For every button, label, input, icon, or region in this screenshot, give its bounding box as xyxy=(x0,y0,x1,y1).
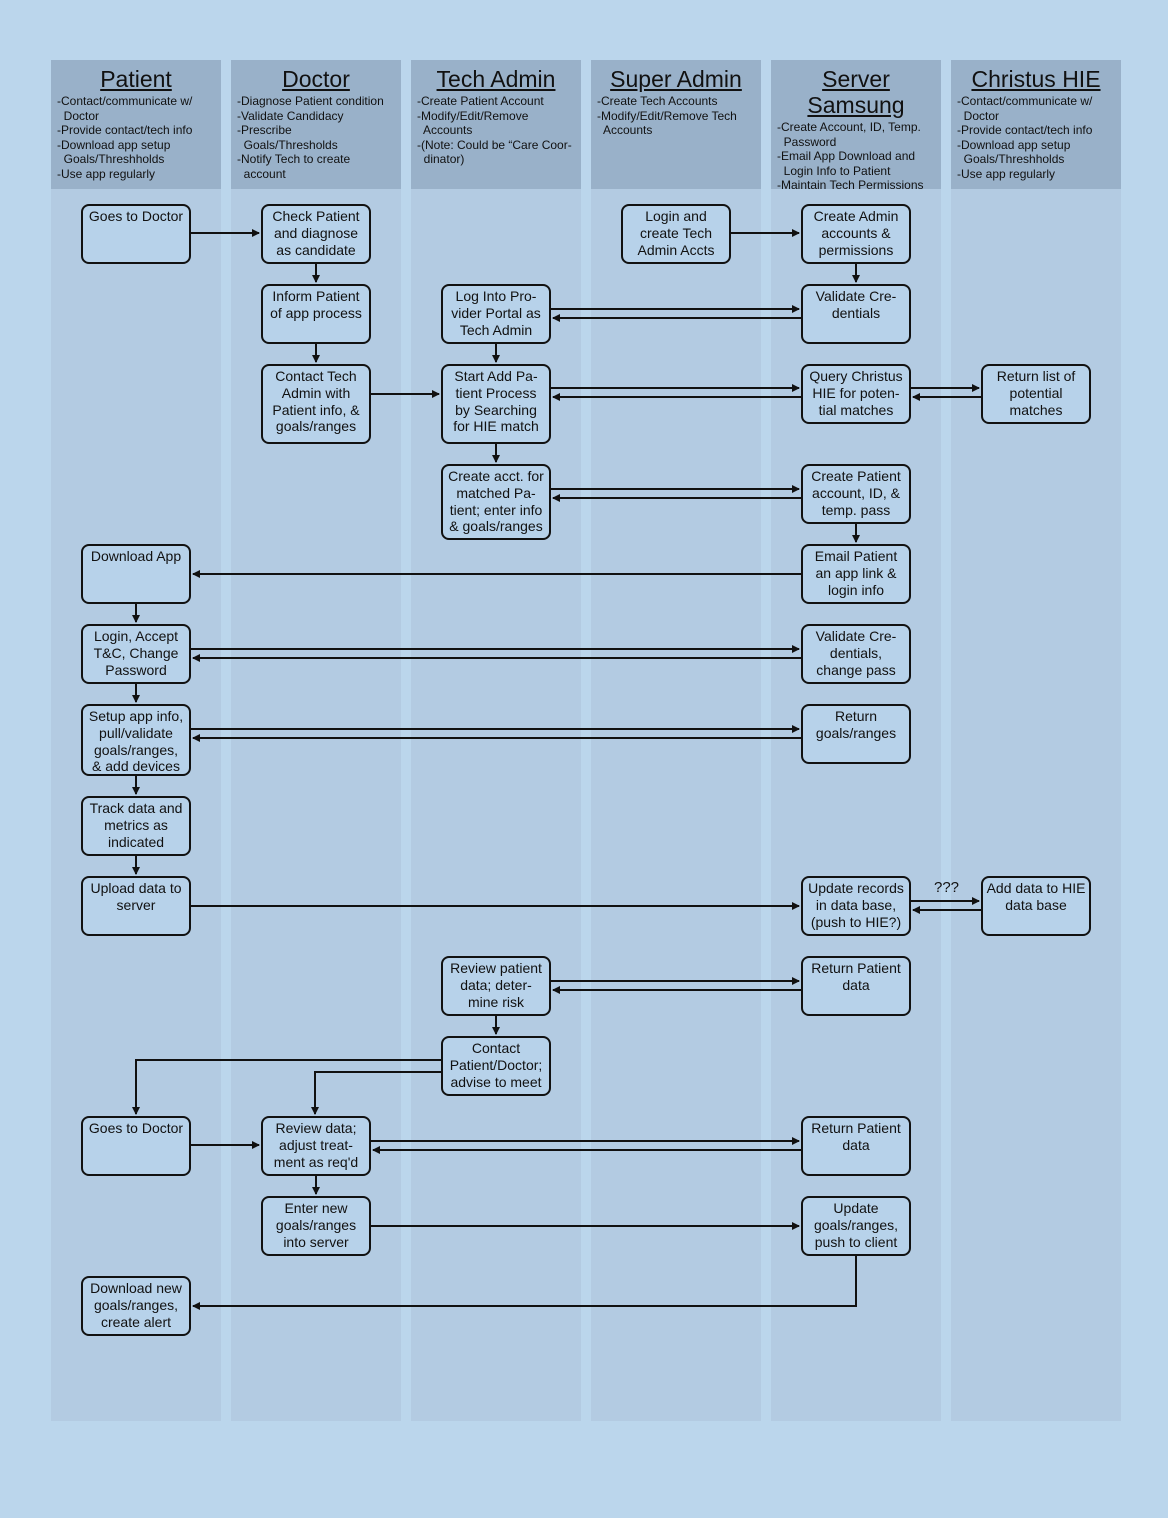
lane-desc-tech-admin: -Create Patient Account -Modify/Edit/Rem… xyxy=(417,94,581,167)
node-patient-upload-data: Upload data to server xyxy=(81,876,191,936)
node-doctor-contact-tech: Contact Tech Admin with Patient info, & … xyxy=(261,364,371,444)
lane-header-doctor: Doctor -Diagnose Patient condition -Vali… xyxy=(231,60,401,189)
lane-desc-line: -Download app setup xyxy=(957,137,1071,152)
node-server-create-admin: Create Admin accounts & permissions xyxy=(801,204,911,264)
lane-desc-line: -Contact/communicate w/ xyxy=(57,94,193,108)
lane-title-doctor: Doctor xyxy=(282,66,350,92)
lane-desc-line: -Contact/communicate w/ xyxy=(957,94,1093,108)
lane-desc-line: -Validate Candidacy xyxy=(237,108,344,123)
lane-title-server-samsung: Server Samsung xyxy=(807,66,905,118)
node-patient-download-app: Download App xyxy=(81,544,191,604)
lane-desc-line: Login Info to Patient xyxy=(777,163,891,178)
lane-desc-line: -Create Tech Accounts xyxy=(597,94,718,108)
lane-desc-super-admin: -Create Tech Accounts -Modify/Edit/Remov… xyxy=(597,94,761,138)
node-server-update-goals: Update goals/ranges, push to client xyxy=(801,1196,911,1256)
lane-desc-line: Accounts xyxy=(417,123,473,137)
lane-desc-line: Password xyxy=(777,134,837,149)
node-tech-contact-patient-doctor: Contact Patient/Doctor; advise to meet xyxy=(441,1036,551,1096)
node-patient-goes-to-doctor: Goes to Doctor xyxy=(81,204,191,264)
lane-header-tech-admin: Tech Admin -Create Patient Account -Modi… xyxy=(411,60,581,189)
lane-desc-line: Goals/Threshholds xyxy=(57,152,165,166)
lane-title-tech-admin: Tech Admin xyxy=(436,66,556,92)
node-server-email-patient: Email Patient an app link & login info xyxy=(801,544,911,604)
lane-desc-line: -Maintain Tech Permissions xyxy=(777,178,924,192)
lane-desc-line: Doctor xyxy=(57,108,100,123)
lane-desc-line: dinator) xyxy=(417,152,465,166)
lane-desc-line: -Notify Tech to create xyxy=(237,152,351,166)
lane-desc-line: -Provide contact/tech info xyxy=(57,123,193,137)
arrow-contact-to-doctor xyxy=(311,1071,441,1115)
unknown-link-label: ??? xyxy=(934,879,960,896)
node-tech-start-add-patient: Start Add Pa- tient Process by Searching… xyxy=(441,364,551,444)
lane-desc-line: -Download app setup xyxy=(57,137,171,152)
lane-desc-line: -Modify/Edit/Remove Tech xyxy=(597,108,737,123)
arrow-update-download-new xyxy=(192,1256,857,1310)
node-tech-create-account: Create acct. for matched Pa- tient; ente… xyxy=(441,464,551,540)
lane-title-super-admin: Super Admin xyxy=(610,66,742,92)
lane-desc-line: -Email App Download and xyxy=(777,149,916,163)
node-patient-login: Login, Accept T&C, Change Password xyxy=(81,624,191,684)
node-server-create-patient: Create Patient account, ID, & temp. pass xyxy=(801,464,911,524)
lane-desc-line: -Use app regularly xyxy=(57,166,156,181)
arrow-contact-to-patient xyxy=(132,1059,441,1115)
lane-desc-doctor: -Diagnose Patient condition -Validate Ca… xyxy=(237,94,401,181)
node-server-validate-change-pass: Validate Cre- dentials, change pass xyxy=(801,624,911,684)
node-doctor-enter-goals: Enter new goals/ranges into server xyxy=(261,1196,371,1256)
lane-desc-line: account xyxy=(237,166,286,181)
lane-super-admin: Super Admin -Create Tech Accounts -Modif… xyxy=(591,60,761,1421)
node-tech-review-patient-data: Review patient data; deter- mine risk xyxy=(441,956,551,1016)
node-patient-goes-to-doctor-2: Goes to Doctor xyxy=(81,1116,191,1176)
node-server-return-patient-data: Return Patient data xyxy=(801,956,911,1016)
node-super-login-create: Login and create Tech Admin Accts xyxy=(621,204,731,264)
lane-header-christus-hie: Christus HIE -Contact/communicate w/ Doc… xyxy=(951,60,1121,189)
node-doctor-review-adjust: Review data; adjust treat- ment as req'd xyxy=(261,1116,371,1176)
lane-desc-line: Accounts xyxy=(597,123,653,137)
lane-desc-line: -(Note: Could be “Care Coor- xyxy=(417,137,572,152)
node-server-validate-credentials: Validate Cre- dentials xyxy=(801,284,911,344)
lane-title-christus-hie: Christus HIE xyxy=(971,66,1101,92)
node-tech-log-into-portal: Log Into Pro- vider Portal as Tech Admin xyxy=(441,284,551,344)
node-server-update-records: Update records in data base, (push to HI… xyxy=(801,876,911,936)
node-server-query-hie: Query Christus HIE for poten- tial match… xyxy=(801,364,911,424)
lane-title-patient: Patient xyxy=(100,66,172,92)
node-doctor-inform-patient: Inform Patient of app process xyxy=(261,284,371,344)
lane-desc-line: -Use app regularly xyxy=(957,166,1056,181)
node-patient-setup-app: Setup app info, pull/validate goals/rang… xyxy=(81,704,191,776)
lane-desc-line: Goals/Threshholds xyxy=(957,152,1065,166)
lane-desc-line: -Create Patient Account xyxy=(417,94,544,108)
node-hie-return-matches: Return list of potential matches xyxy=(981,364,1091,424)
lane-desc-patient: -Contact/communicate w/ Doctor -Provide … xyxy=(57,94,221,181)
lane-christus-hie: Christus HIE -Contact/communicate w/ Doc… xyxy=(951,60,1121,1421)
lane-desc-christus-hie: -Contact/communicate w/ Doctor -Provide … xyxy=(957,94,1121,181)
node-patient-download-new-goals: Download new goals/ranges, create alert xyxy=(81,1276,191,1336)
node-doctor-check-diagnose: Check Patient and diagnose as candidate xyxy=(261,204,371,264)
lane-desc-line: Doctor xyxy=(957,108,1000,123)
lane-desc-line: Goals/Thresholds xyxy=(237,137,338,152)
lane-header-patient: Patient -Contact/communicate w/ Doctor -… xyxy=(51,60,221,189)
lane-desc-line: -Diagnose Patient condition xyxy=(237,94,384,108)
lane-desc-line: -Modify/Edit/Remove xyxy=(417,108,529,123)
node-hie-add-data: Add data to HIE data base xyxy=(981,876,1091,936)
node-server-return-goals: Return goals/ranges xyxy=(801,704,911,764)
node-patient-track-data: Track data and metrics as indicated xyxy=(81,796,191,856)
node-server-return-patient-data-2: Return Patient data xyxy=(801,1116,911,1176)
lane-desc-line: -Prescribe xyxy=(237,123,292,137)
lane-header-server-samsung: Server Samsung -Create Account, ID, Temp… xyxy=(771,60,941,192)
lane-desc-server-samsung: -Create Account, ID, Temp. Password -Ema… xyxy=(777,120,941,193)
lane-header-super-admin: Super Admin -Create Tech Accounts -Modif… xyxy=(591,60,761,189)
lane-desc-line: -Provide contact/tech info xyxy=(957,123,1093,137)
lane-desc-line: -Create Account, ID, Temp. xyxy=(777,120,921,134)
